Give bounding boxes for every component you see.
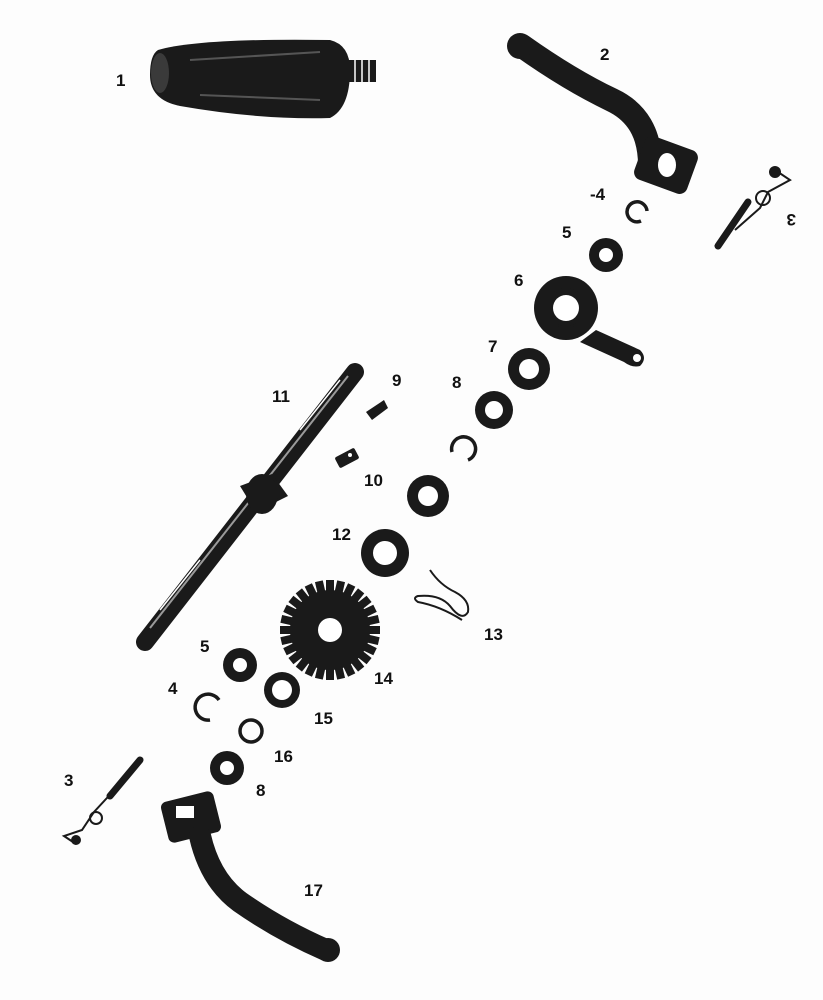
gear: [280, 580, 380, 680]
return-spring: [414, 569, 470, 621]
label-14: 14: [374, 669, 393, 688]
washer-top: [589, 238, 623, 272]
label-5-top: 5: [562, 223, 571, 242]
label-8-bottom: 8: [256, 781, 265, 800]
label-9: 9: [392, 371, 401, 390]
circlip-16: [238, 718, 264, 744]
washer-bottom: [223, 648, 257, 682]
label-3-right: 3: [787, 210, 796, 229]
clip-right: [714, 166, 792, 250]
label-13: 13: [484, 625, 503, 644]
clip-left: [61, 756, 144, 845]
label-3-left: 3: [64, 771, 73, 790]
gear-tooth: [326, 580, 334, 594]
washer-15: [264, 672, 300, 708]
washer-12: [361, 529, 409, 577]
kickstart-lever-bottom: [160, 791, 340, 962]
washer-middle: [407, 475, 449, 517]
label-4-bottom: 4: [168, 679, 178, 698]
label-15: 15: [314, 709, 333, 728]
gear-tooth: [326, 666, 334, 680]
label-10: 10: [364, 471, 383, 490]
label-17: 17: [304, 881, 323, 900]
kickstart-shaft: [136, 363, 364, 651]
label-7: 7: [488, 337, 497, 356]
ratchet-arm: [534, 276, 644, 367]
washer-8-bottom: [210, 751, 244, 785]
kickstart-lever-top: [507, 33, 698, 194]
circlip-middle: [449, 435, 478, 462]
kickstart-rubber: [150, 39, 376, 119]
washer-7: [508, 348, 550, 390]
washer-8-top: [475, 391, 513, 429]
label-2: 2: [600, 45, 609, 64]
circlip-bottom: [193, 692, 221, 722]
label-1: 1: [116, 71, 125, 90]
label-4-top: -4: [590, 185, 606, 204]
label-6: 6: [514, 271, 523, 290]
label-5-bottom: 5: [200, 637, 209, 656]
label-8-top: 8: [452, 373, 461, 392]
label-11: 11: [272, 387, 290, 406]
pin-10: [335, 448, 359, 468]
label-16: 16: [274, 747, 293, 766]
label-12: 12: [332, 525, 351, 544]
key-9: [366, 400, 388, 420]
circlip-top: [625, 200, 649, 224]
